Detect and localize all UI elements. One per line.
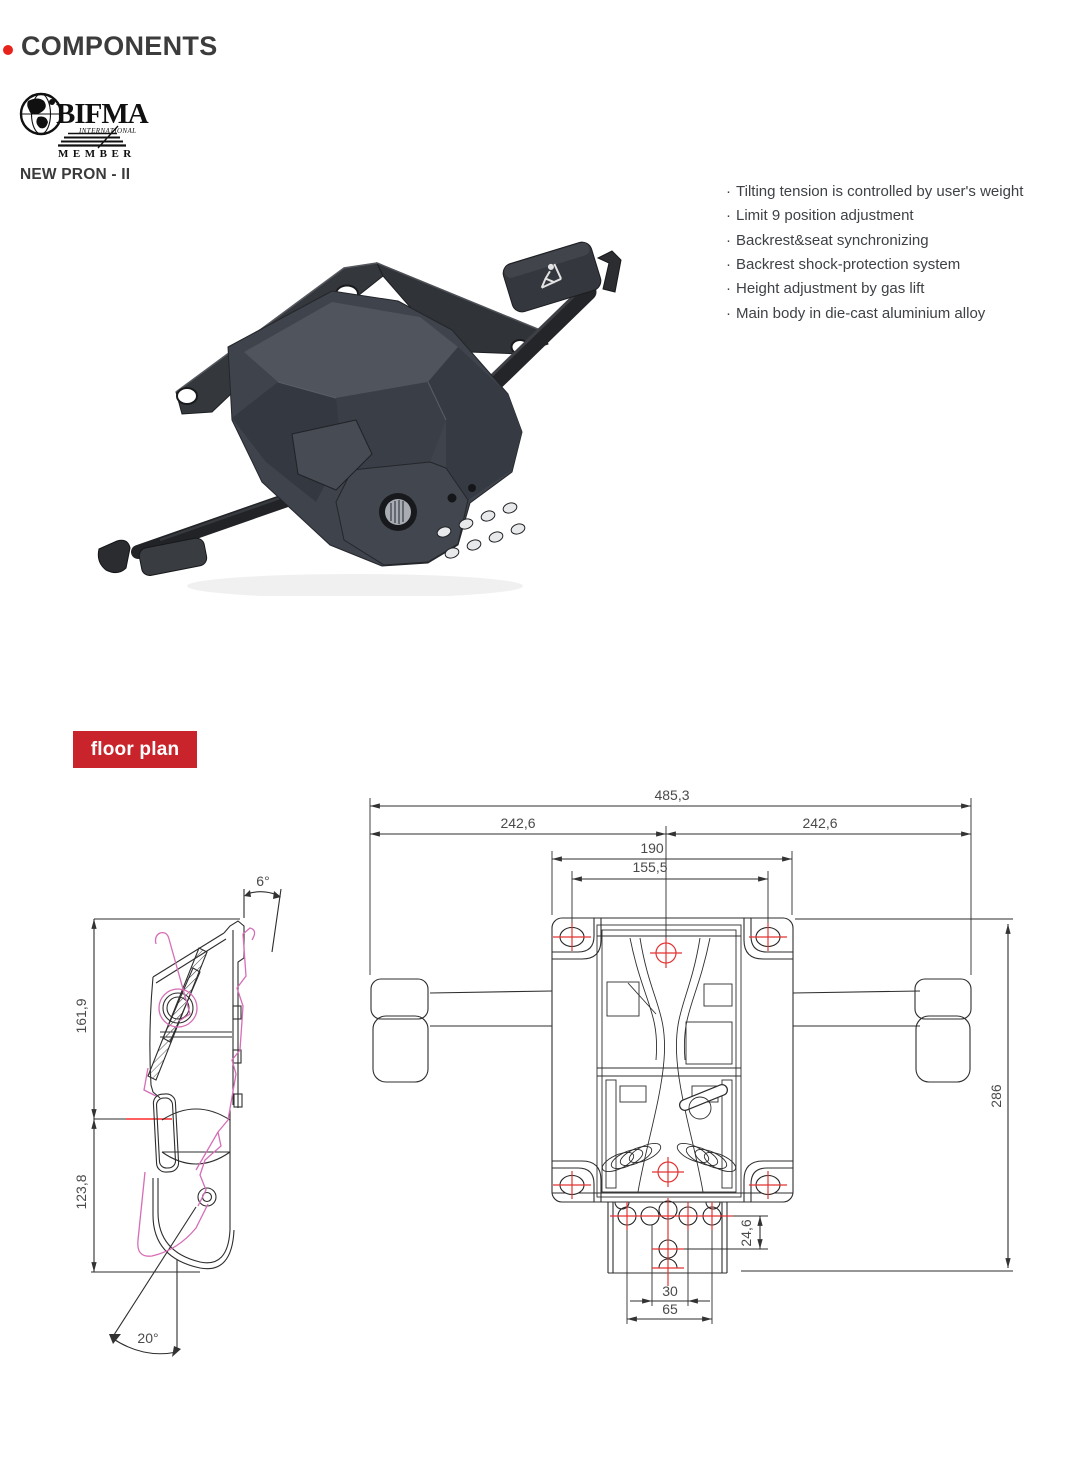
- dim-rear-hole-offset: 24,6: [738, 1219, 754, 1246]
- bracket-hole: [176, 387, 198, 405]
- dim-right-half: 242,6: [802, 815, 837, 831]
- spring-coils: [601, 1142, 737, 1173]
- feature-list: ·Tilting tension is controlled by user's…: [726, 180, 1023, 326]
- dim-rear-slot-outer: 65: [662, 1301, 678, 1317]
- tilt-position-outline: [137, 927, 256, 1257]
- logo-subtitle: INTERNATIONAL: [78, 127, 136, 135]
- seat-height-icon: [540, 263, 563, 289]
- logo-name: BIFMA: [56, 98, 149, 130]
- mounting-holes: [553, 923, 787, 1286]
- dim-total-width: 485,3: [654, 787, 689, 803]
- feature-item: ·Main body in die-cast aluminium alloy: [726, 304, 986, 322]
- product-name: NEW PRON - II: [20, 166, 131, 183]
- side-view: [91, 888, 282, 1357]
- logo-member: MEMBER: [58, 148, 136, 158]
- product-photo: [97, 241, 622, 596]
- feature-item: ·Limit 9 position adjustment: [726, 207, 914, 225]
- dim-overall-depth: 286: [988, 1084, 1004, 1108]
- tension-handle: [502, 241, 622, 313]
- adjustment-holes: [436, 484, 526, 559]
- dim-hole-span: 155,5: [632, 859, 667, 875]
- red-bullet-icon: [3, 45, 13, 55]
- bifma-logo: BIFMA INTERNATIONAL MEMBER: [19, 92, 150, 158]
- feature-item: ·Backrest&seat synchronizing: [726, 231, 929, 249]
- dim-plate-width: 190: [640, 840, 664, 856]
- dim-tilt-angle: 20°: [137, 1330, 158, 1346]
- feature-item: ·Tilting tension is controlled by user's…: [726, 183, 1024, 200]
- floor-plan-drawing: 485,3 242,6 242,6 190 155,5 286 24,6 30 …: [73, 787, 1013, 1357]
- dim-left-half: 242,6: [500, 815, 535, 831]
- dim-side-lower-height: 123,8: [73, 1174, 89, 1209]
- plan-view: [369, 798, 1013, 1324]
- feature-item: ·Backrest shock-protection system: [726, 256, 961, 274]
- dim-side-upper-height: 161,9: [73, 998, 89, 1033]
- dim-rear-slot-inner: 30: [662, 1283, 678, 1299]
- page-title: COMPONENTS: [21, 31, 218, 61]
- gas-lift-socket: [379, 493, 417, 531]
- feature-item: ·Height adjustment by gas lift: [726, 280, 925, 298]
- floor-plan-badge: floor plan: [73, 731, 197, 768]
- dim-back-angle: 6°: [256, 873, 269, 889]
- globe-icon: [27, 98, 46, 115]
